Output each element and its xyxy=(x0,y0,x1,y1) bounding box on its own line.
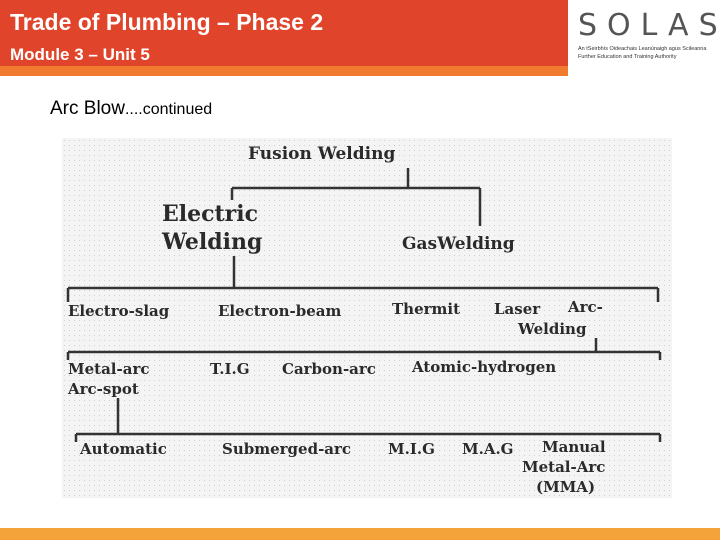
node-mag: M.A.G xyxy=(462,440,514,458)
logo-tagline-1: An tSeirbhís Oideachais Leanúnaigh agus … xyxy=(578,46,707,52)
header-title: Trade of Plumbing – Phase 2 xyxy=(10,9,324,35)
welding-classification-diagram: Fusion Welding Electric Welding GasWeldi… xyxy=(62,138,672,498)
node-mig: M.I.G xyxy=(388,440,435,458)
node-carbon-arc: Carbon-arc xyxy=(282,360,376,378)
header-bar: Trade of Plumbing – Phase 2 Module 3 – U… xyxy=(0,0,568,66)
node-automatic: Automatic xyxy=(80,440,167,458)
node-thermit: Thermit xyxy=(392,300,461,318)
node-manual-line2: Metal-Arc xyxy=(522,458,606,476)
header-stripe xyxy=(0,66,568,76)
node-manual-line3: (MMA) xyxy=(536,478,596,496)
node-arc-spot: Arc-spot xyxy=(68,380,139,398)
node-metal-arc: Metal-arc xyxy=(68,360,150,378)
solas-logo: SOLAS An tSeirbhís Oideachais Leanúnaigh… xyxy=(574,6,720,66)
footer-bar xyxy=(0,528,720,540)
node-submerged-arc: Submerged-arc xyxy=(222,440,352,458)
node-electron-beam: Electron-beam xyxy=(218,302,342,320)
node-arc-welding-line1: Arc- xyxy=(568,298,603,316)
connector-lines xyxy=(66,168,662,442)
node-electro-slag: Electro-slag xyxy=(68,302,170,320)
node-electric-welding-line1: Electric xyxy=(162,201,259,227)
slide-heading-main: Arc Blow xyxy=(50,98,125,119)
header-subtitle: Module 3 – Unit 5 xyxy=(10,45,150,64)
slide-heading-suffix: ....continued xyxy=(124,101,213,118)
logo-wordmark: SOLAS xyxy=(578,8,720,43)
node-gas-welding: GasWelding xyxy=(402,234,515,254)
slide-heading: Arc Blow....continued xyxy=(50,98,212,120)
node-arc-welding-line2: Welding xyxy=(518,320,587,338)
logo-tagline-2: Further Education and Training Authority xyxy=(578,54,677,60)
node-electric-welding-line2: Welding xyxy=(162,229,263,255)
node-laser: Laser xyxy=(494,300,541,318)
node-tig: T.I.G xyxy=(210,360,250,378)
node-manual-line1: Manual xyxy=(542,438,606,456)
node-atomic-hydrogen: Atomic-hydrogen xyxy=(412,358,557,376)
node-fusion-welding: Fusion Welding xyxy=(248,144,396,164)
